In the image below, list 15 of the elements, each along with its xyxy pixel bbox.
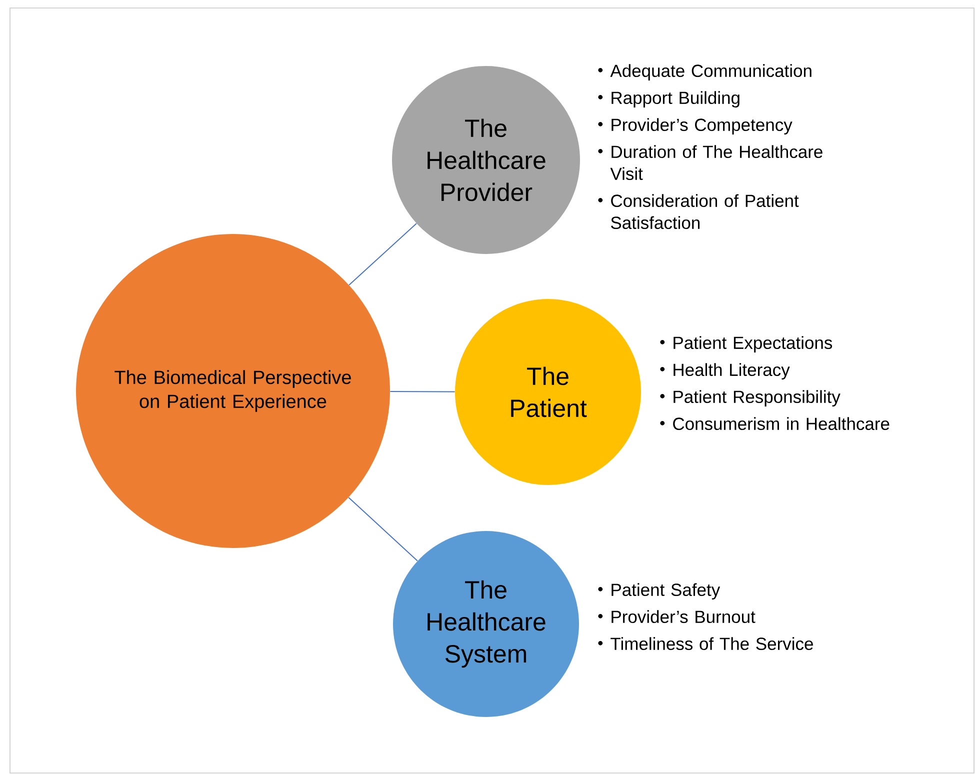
- bullet-item: Duration of The Healthcare Visit: [610, 145, 822, 180]
- bullet-item: Health Literacy: [674, 363, 790, 380]
- bullet-item: Timeliness of The Service: [610, 637, 813, 650]
- bullet-item: Patient Responsibility: [674, 390, 840, 406]
- bullet-item: Adequate Communication: [610, 64, 812, 80]
- connector-line: [390, 390, 456, 392]
- bullet-item: Provider’s Competency: [612, 118, 792, 134]
- bullet-item: Provider’s Burnout: [612, 610, 756, 624]
- bullet-item: Patient Safety: [612, 583, 720, 600]
- bullet-item: Consideration of Patient Satisfaction: [611, 194, 799, 230]
- bullet-item: Consumerism in Healthcare: [673, 417, 890, 430]
- connector-line: [348, 223, 417, 286]
- connector-line: [348, 496, 418, 562]
- bullet-item: Patient Expectations: [674, 336, 832, 352]
- bullet-item: Rapport Building: [612, 91, 740, 108]
